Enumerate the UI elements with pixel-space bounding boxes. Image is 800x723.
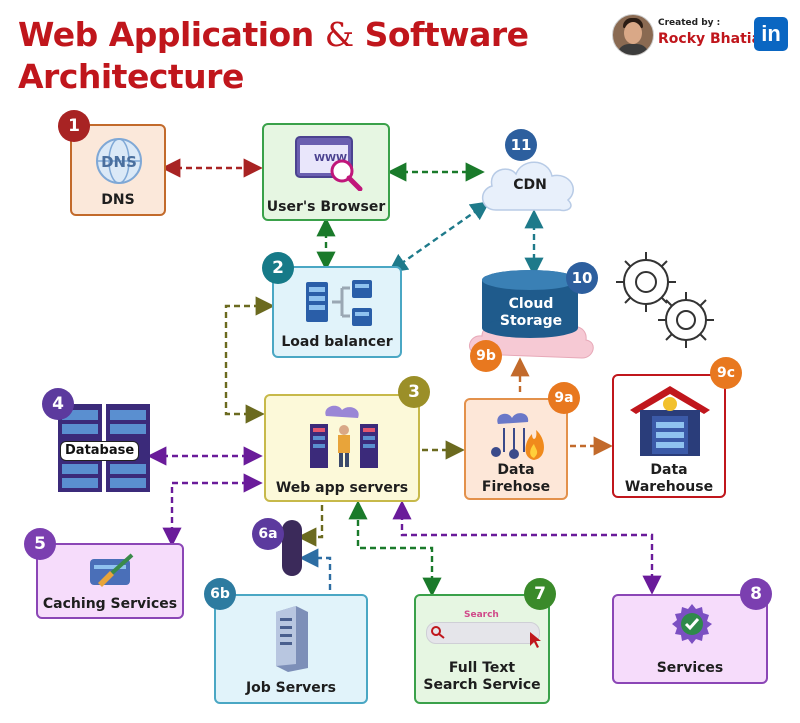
cache-broom-icon bbox=[90, 553, 134, 587]
services-node: Services bbox=[612, 594, 768, 684]
cloud-storage-icon bbox=[468, 270, 594, 359]
browser-search-icon: WWW bbox=[295, 136, 363, 191]
job-servers-node: Job Servers bbox=[214, 594, 368, 704]
badge-7: 7 bbox=[524, 578, 556, 610]
load-balancer-label: Load balancer bbox=[281, 334, 393, 350]
search-service-label: Full Text Search Service bbox=[423, 660, 541, 693]
badge-2: 2 bbox=[262, 252, 294, 284]
edge-webapp-queue bbox=[297, 505, 324, 547]
job-server-icon bbox=[276, 606, 308, 672]
caching-services-node: Caching Services bbox=[36, 543, 184, 619]
edge-lb-cdn bbox=[388, 201, 490, 273]
services-label: Services bbox=[656, 660, 724, 676]
edge-cache-webapp bbox=[162, 473, 263, 547]
dns-node: DNS DNS bbox=[70, 124, 166, 216]
browser-label: User's Browser bbox=[266, 199, 386, 215]
service-gear-check-icon bbox=[672, 604, 712, 644]
edge-search-webapp bbox=[348, 500, 442, 597]
badge-5: 5 bbox=[24, 528, 56, 560]
badge-6a: 6a bbox=[252, 518, 284, 550]
badge-9b: 9b bbox=[470, 340, 502, 372]
svg-text:WWW: WWW bbox=[314, 153, 347, 164]
data-warehouse-node: Data Warehouse bbox=[612, 374, 726, 498]
caching-services-label: Caching Services bbox=[42, 596, 178, 612]
data-firehose-node: Data Firehose bbox=[464, 398, 568, 500]
edge-lb-webapp bbox=[224, 296, 275, 424]
edge-services-webapp bbox=[392, 500, 662, 595]
search-icon bbox=[431, 626, 445, 639]
job-servers-label: Job Servers bbox=[245, 680, 337, 696]
author-name: Rocky Bhatia bbox=[658, 31, 762, 47]
gears-icon bbox=[616, 252, 714, 348]
data-firehose-label: Data Firehose bbox=[481, 462, 551, 495]
dns-label: DNS bbox=[101, 192, 135, 208]
data-warehouse-label: Data Warehouse bbox=[624, 462, 714, 495]
author-avatar bbox=[612, 14, 654, 56]
web-app-servers-label: Web app servers bbox=[275, 480, 409, 496]
database-node: Database bbox=[56, 404, 152, 492]
cloud-storage-label: Cloud Storage bbox=[499, 296, 563, 329]
search-service-node: Search Full Text Search Service bbox=[414, 594, 550, 704]
badge-6b: 6b bbox=[204, 578, 236, 610]
globe-icon: DNS bbox=[96, 138, 142, 184]
dns-icon-text: DNS bbox=[101, 153, 137, 171]
browser-node: WWW User's Browser bbox=[262, 123, 390, 221]
search-bar bbox=[426, 622, 540, 644]
edge-jobs-queue bbox=[299, 548, 332, 590]
linkedin-icon[interactable]: in bbox=[754, 17, 788, 51]
warehouse-icon bbox=[630, 386, 710, 456]
author-credit: Created by : Rocky Bhatia in bbox=[612, 14, 792, 56]
cursor-icon bbox=[530, 632, 541, 648]
badge-8: 8 bbox=[740, 578, 772, 610]
database-label: Database bbox=[60, 441, 140, 461]
badge-10: 10 bbox=[566, 262, 598, 294]
cdn-label: CDN bbox=[513, 177, 547, 193]
badge-9c: 9c bbox=[710, 357, 742, 389]
load-balancer-node: Load balancer bbox=[272, 266, 402, 358]
page-title: Web Application & Software Architecture bbox=[18, 15, 529, 96]
badge-1: 1 bbox=[58, 110, 90, 142]
badge-3: 3 bbox=[398, 376, 430, 408]
badge-11: 11 bbox=[505, 129, 537, 161]
badge-9a: 9a bbox=[548, 382, 580, 414]
web-app-servers-node: Web app servers bbox=[264, 394, 420, 502]
load-balancer-icon bbox=[306, 280, 372, 326]
search-bar-text: Search bbox=[464, 610, 499, 620]
web-servers-icon bbox=[310, 405, 378, 468]
cdn-cloud-icon bbox=[482, 161, 574, 212]
firehose-icon bbox=[491, 413, 544, 460]
created-by-label: Created by : bbox=[658, 18, 721, 28]
queue-node bbox=[282, 520, 302, 576]
badge-4: 4 bbox=[42, 388, 74, 420]
